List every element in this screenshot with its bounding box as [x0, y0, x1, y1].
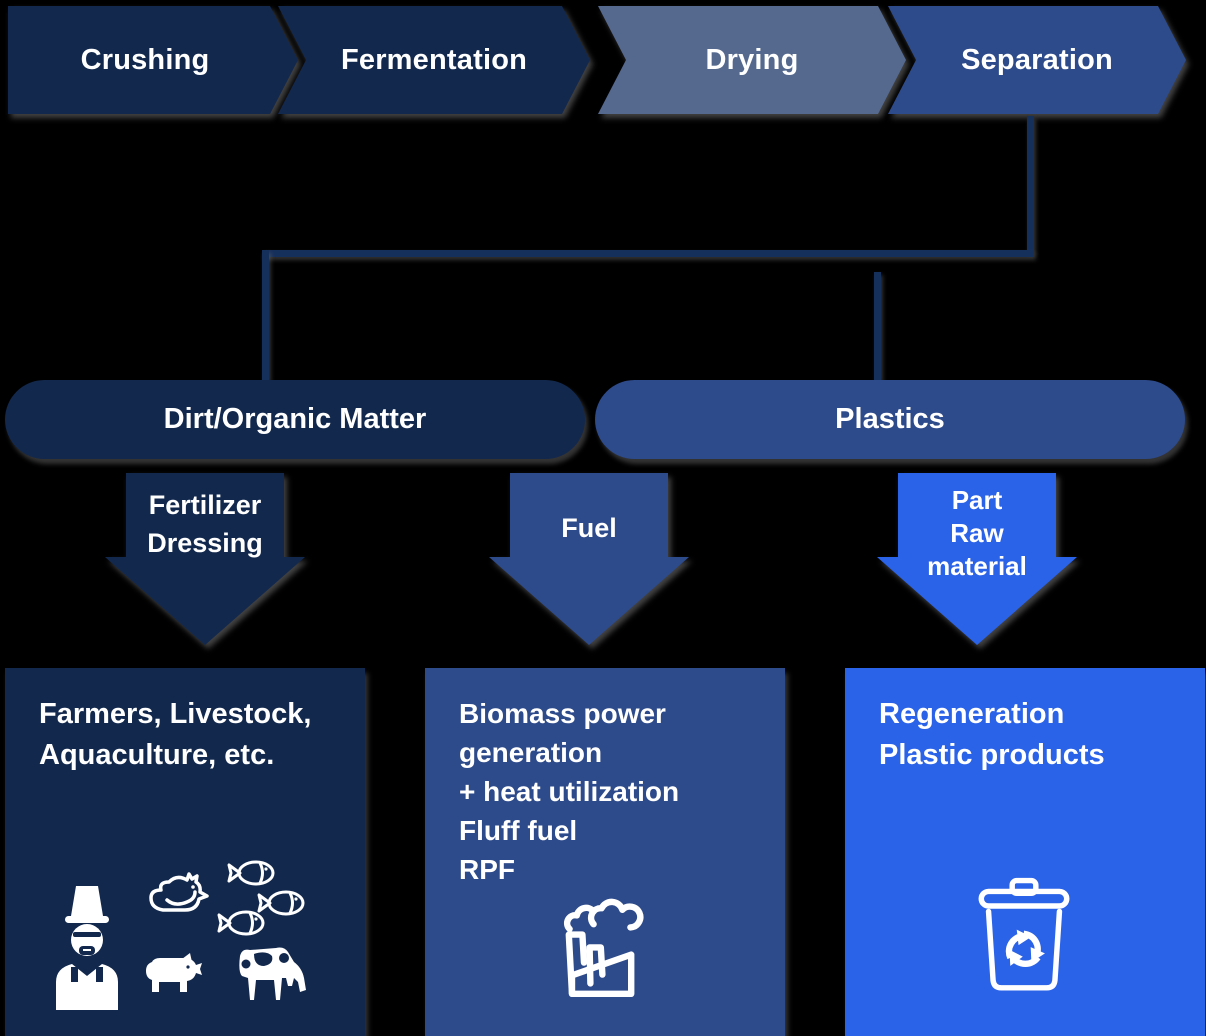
output-text-line: Fluff fuel [459, 815, 578, 846]
branch-plastics: Plastics [595, 380, 1185, 459]
chevron-shape: Fermentation [278, 6, 590, 114]
factory-icon [563, 898, 644, 997]
chevron-shape: Drying [598, 6, 906, 114]
output-text-line: Regeneration [879, 698, 1065, 730]
output-text-line: generation [459, 737, 603, 768]
process-step-label: Crushing [80, 43, 210, 76]
arrow-label-line: Dressing [147, 528, 263, 558]
arrow-label-line: Raw [950, 518, 1004, 548]
down-arrow-shape: Fuel [489, 473, 689, 645]
down-arrow-shape: Part Raw material [877, 473, 1077, 645]
branch-dirt-organic-matter: Dirt/Organic Matter [5, 380, 585, 459]
chevron-shape: Crushing [8, 6, 298, 114]
arrow-label-line: Fuel [561, 513, 617, 543]
process-step-label: Drying [705, 43, 799, 76]
output-text-line: + heat utilization [459, 776, 680, 807]
output-box-farmers: Farmers, Livestock, Aquaculture, etc. [5, 668, 365, 1036]
output-text-line: RPF [459, 854, 515, 885]
output-box-biomass: Biomass power generation + heat utilizat… [425, 668, 785, 1036]
arrow-label-line: Fertilizer [148, 490, 262, 520]
branch-label: Plastics [835, 403, 945, 435]
process-step-label: Fermentation [340, 43, 528, 76]
arrow-label-line: material [927, 551, 1027, 581]
farmer-icon [56, 886, 118, 1010]
process-step-drying: Drying [598, 6, 906, 114]
fish-school-icon [217, 860, 305, 936]
pig-icon [146, 953, 202, 992]
process-step-crushing: Crushing [8, 6, 298, 114]
chicken-icon [149, 872, 209, 912]
output-text-line: Farmers, Livestock, [39, 698, 312, 730]
arrow-fuel: Fuel [489, 473, 689, 645]
output-text-line: Aquaculture, etc. [39, 739, 275, 771]
output-box-regeneration: Regeneration Plastic products [845, 668, 1205, 1036]
connector-line-to-dirt [262, 250, 269, 380]
cow-icon [239, 947, 306, 1000]
down-arrow-shape: Fertilizer Dressing [105, 473, 305, 645]
output-text-line: Biomass power [459, 698, 666, 729]
connector-line-from-separation [1027, 116, 1034, 252]
arrow-label-line: Part [951, 485, 1003, 515]
process-step-fermentation: Fermentation [278, 6, 590, 114]
recycle-symbol [1003, 930, 1049, 973]
process-step-separation: Separation [888, 6, 1186, 114]
chevron-shape: Separation [888, 6, 1186, 114]
connector-line-to-plastics [874, 272, 881, 380]
output-text-line: Plastic products [879, 739, 1105, 771]
process-step-label: Separation [961, 43, 1113, 76]
branch-label: Dirt/Organic Matter [163, 403, 427, 435]
recycle-bin-icon [978, 877, 1070, 991]
connector-line-horizontal [262, 250, 1034, 257]
arrow-part-raw-material: Part Raw material [877, 473, 1077, 645]
arrow-fertilizer-dressing: Fertilizer Dressing [105, 473, 305, 645]
